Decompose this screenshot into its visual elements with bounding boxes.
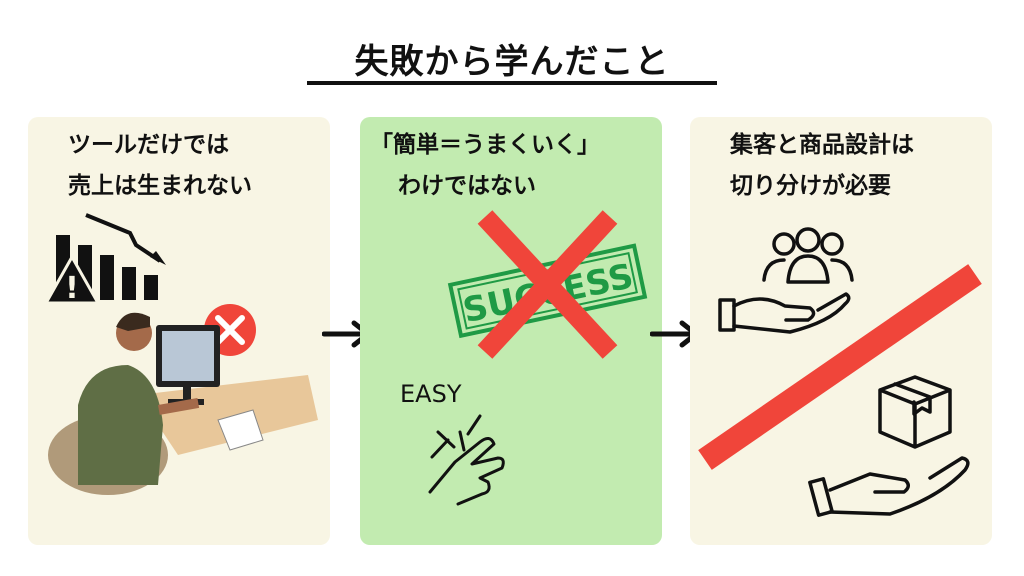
panel-separate-marketing-product: 集客と商品設計は 切り分けが必要 (690, 117, 992, 545)
panel-2-text: 「簡単＝うまくいく」 わけではない (370, 125, 600, 207)
product-box-in-hand-icon (808, 375, 970, 517)
declining-sales-worker-illustration: ! (43, 213, 318, 495)
person-at-desk (48, 312, 318, 495)
panel-3-text: 集客と商品設計は 切り分けが必要 (730, 125, 914, 207)
panel-2-line-1: 「簡単＝うまくいく」 (370, 132, 600, 158)
diagonal-divider-stroke (698, 264, 982, 470)
page-title: 失敗から学んだこと (354, 42, 670, 82)
cross-mark-icon (477, 210, 618, 359)
success-stamp-crossed-illustration: SUCCESS EASY (400, 210, 648, 506)
customers-and-product-illustration (698, 227, 982, 517)
snapping-fingers-icon (428, 414, 505, 506)
panel-1-line-2: 売上は生まれない (68, 173, 252, 199)
easy-label: EASY (400, 380, 462, 408)
panel-tools-not-enough: ツールだけでは 売上は生まれない ! (28, 117, 330, 545)
panel-3-line-1: 集客と商品設計は (730, 132, 914, 158)
panel-2-line-2: わけではない (398, 173, 536, 199)
customers-in-hand-icon (718, 227, 854, 334)
title-underline (307, 81, 717, 85)
declining-chart-icon: ! (43, 213, 166, 306)
panel-1-text: ツールだけでは 売上は生まれない (68, 125, 252, 207)
panel-easy-not-success: 「簡単＝うまくいく」 わけではない SUCCESS EASY (360, 117, 662, 545)
panel-3-line-2: 切り分けが必要 (730, 173, 891, 199)
svg-text:!: ! (65, 271, 79, 306)
panel-1-line-1: ツールだけでは (68, 132, 229, 158)
